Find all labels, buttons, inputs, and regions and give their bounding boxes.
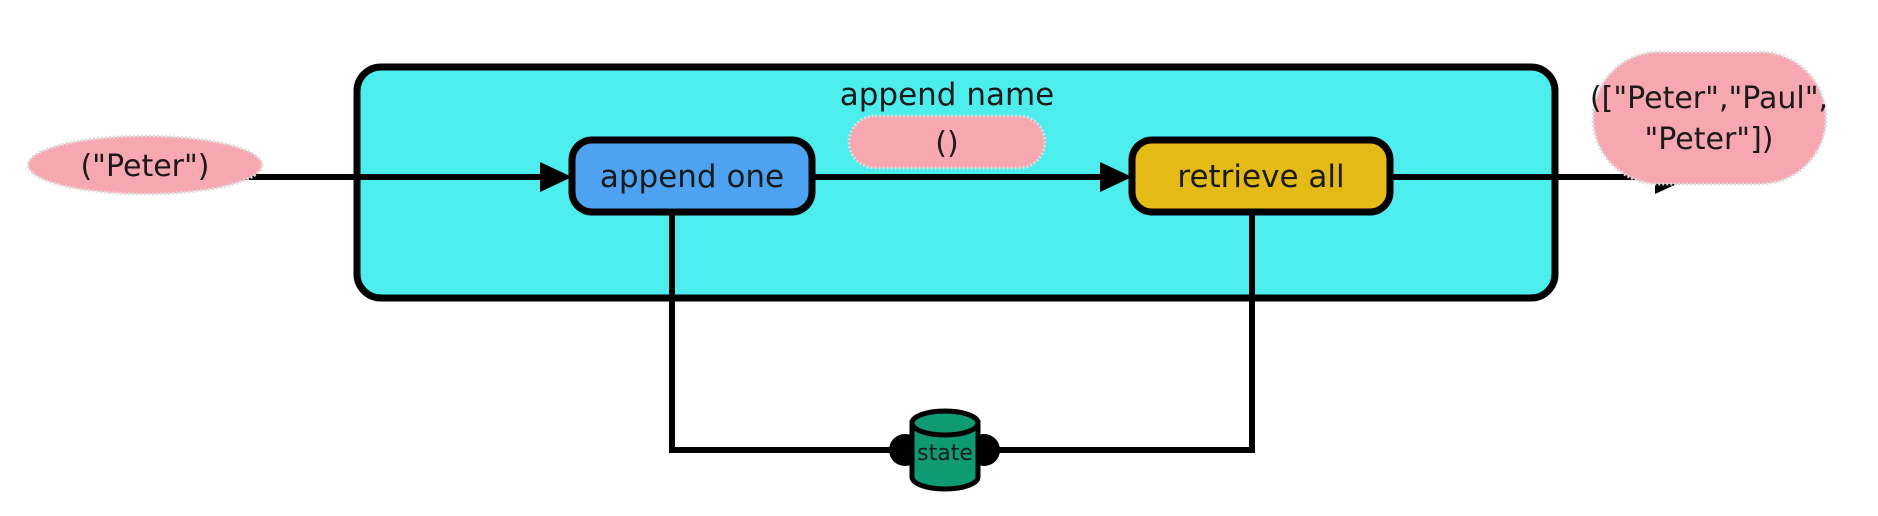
datastore-state[interactable]: state	[909, 408, 981, 492]
subgraph-append-name[interactable]	[353, 63, 1559, 302]
subgraph-empty-args-pill: ()	[847, 114, 1047, 170]
edge-append-one-to-retrieve-all	[812, 162, 1132, 192]
subgraph-title: append name	[840, 77, 1055, 113]
datastore-state-label: state	[917, 441, 973, 466]
output-value-pill: (["Peter","Paul", "Peter"])	[1590, 50, 1828, 186]
node-append-one[interactable]: append one	[568, 136, 816, 216]
node-retrieve-all-label: retrieve all	[1177, 159, 1344, 195]
output-value-label-line1: (["Peter","Paul",	[1590, 81, 1828, 116]
subgraph-empty-args-label: ()	[935, 126, 958, 161]
input-value-pill: ("Peter")	[26, 134, 264, 196]
node-retrieve-all[interactable]: retrieve all	[1128, 136, 1394, 216]
output-value-label-line2: "Peter"])	[1644, 122, 1773, 157]
edge-input-to-append-one	[232, 162, 572, 192]
node-append-one-label: append one	[600, 159, 784, 195]
input-value-label: ("Peter")	[80, 149, 209, 184]
